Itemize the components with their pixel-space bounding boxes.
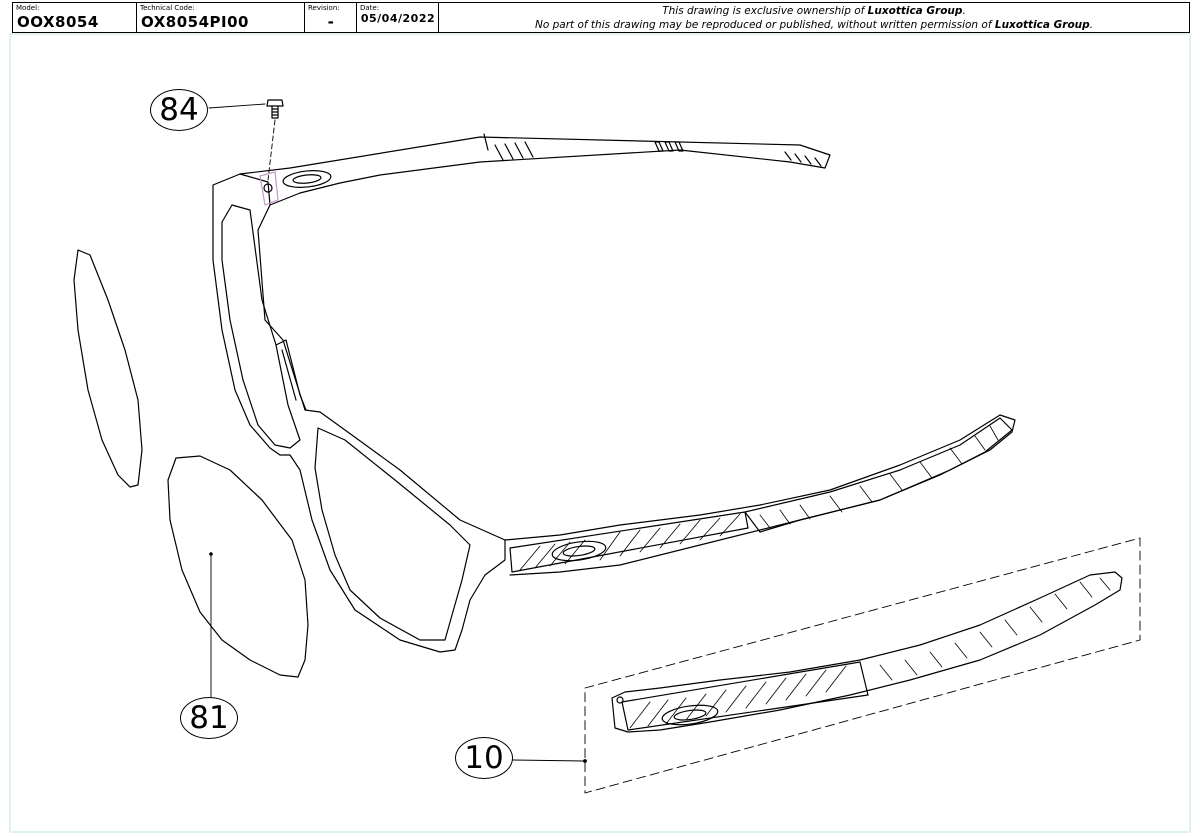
temple-kit xyxy=(512,537,1141,794)
callout-balloon-81: 81 xyxy=(180,697,238,739)
title-block-ownership-notice: This drawing is exclusive ownership of L… xyxy=(438,2,1190,33)
sheet-border xyxy=(9,33,1191,833)
model-value: OOX8054 xyxy=(17,13,99,31)
far-temple xyxy=(239,133,831,206)
technical-code-value: OX8054PI00 xyxy=(141,13,249,31)
lens-near xyxy=(167,455,309,701)
hinge-screw xyxy=(208,99,284,181)
title-block-model: Model: OOX8054 xyxy=(12,2,138,33)
date-value: 05/04/2022 xyxy=(360,12,436,25)
callout-balloon-10: 10 xyxy=(455,737,513,779)
near-temple xyxy=(504,414,1016,576)
model-label: Model: xyxy=(16,4,40,12)
revision-value: - xyxy=(327,13,335,31)
frame-front xyxy=(212,173,506,653)
title-block-date: Date: 05/04/2022 xyxy=(356,2,440,33)
revision-label: Revision: xyxy=(308,4,340,12)
ownership-notice-line-1: This drawing is exclusive ownership of L… xyxy=(662,5,966,17)
callout-balloon-84: 84 xyxy=(150,89,208,131)
date-label: Date: xyxy=(360,4,380,12)
title-block-technical-code: Technical Code: OX8054PI00 xyxy=(136,2,306,33)
lens-far xyxy=(73,249,143,488)
owner-name: Luxottica Group xyxy=(867,5,963,17)
title-block-revision: Revision: - xyxy=(304,2,358,33)
owner-name: Luxottica Group xyxy=(994,19,1090,31)
ownership-notice-line-2: No part of this drawing may be reproduce… xyxy=(534,19,1093,31)
technical-code-label: Technical Code: xyxy=(140,4,195,12)
